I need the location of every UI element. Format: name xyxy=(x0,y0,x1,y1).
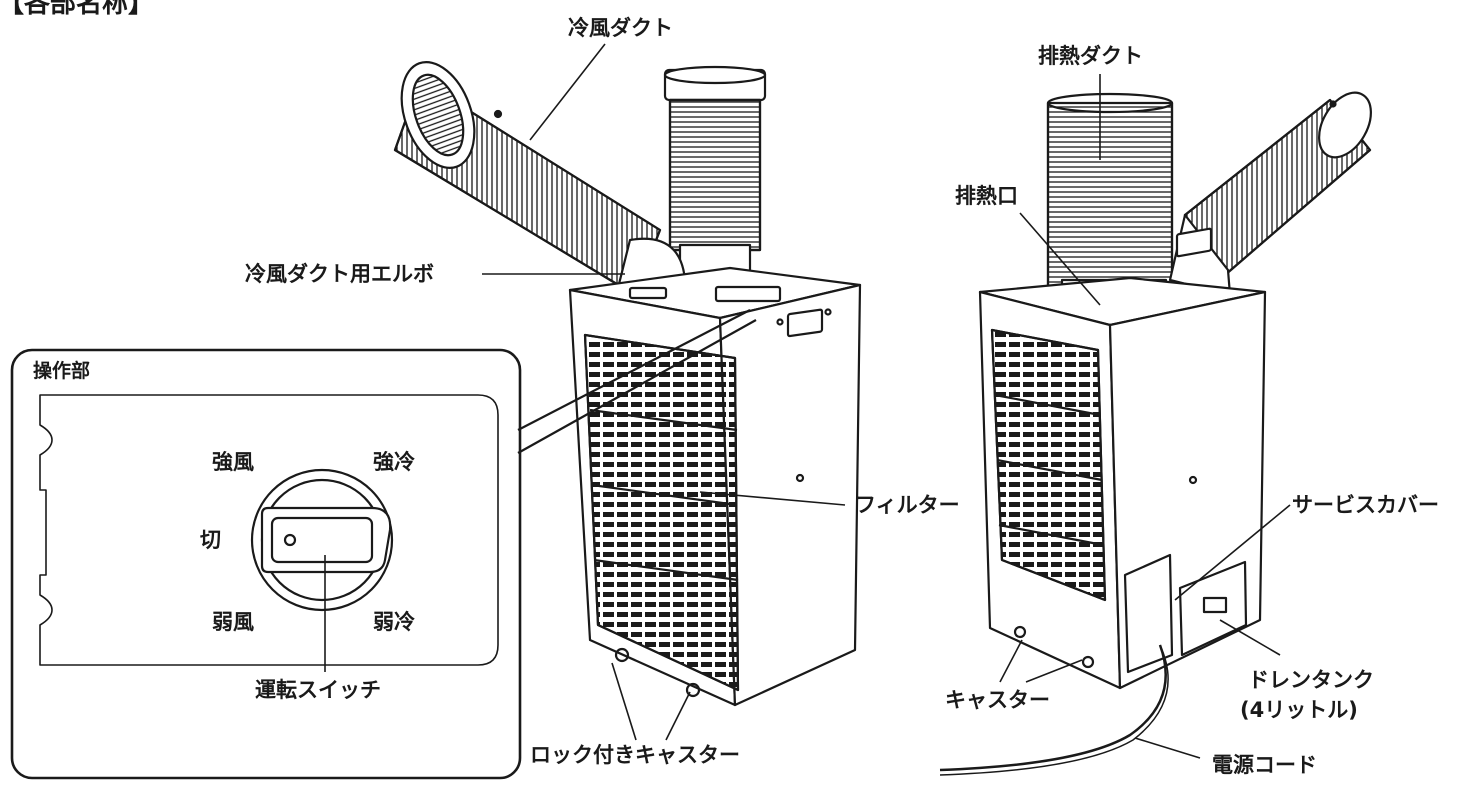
position-weak-cool: 弱冷 xyxy=(373,610,415,634)
label-elbow: 冷風ダクト用エルボ xyxy=(245,262,434,286)
control-panel-title: 操作部 xyxy=(33,360,91,382)
position-strong-fan: 強風 xyxy=(212,450,254,474)
label-drain-tank: ドレンタンク xyxy=(1248,668,1374,692)
leader-lines xyxy=(324,43,1291,759)
page-title: 【各部名称】 xyxy=(0,0,155,19)
label-filter: フィルター xyxy=(855,493,960,517)
position-weak-fan: 弱風 xyxy=(212,610,254,634)
label-exhaust-duct: 排熱ダクト xyxy=(1038,44,1143,68)
position-strong-cool: 強冷 xyxy=(373,450,415,474)
label-exhaust-port: 排熱口 xyxy=(955,184,1018,208)
label-power-cord: 電源コード xyxy=(1212,753,1317,777)
rear-unit xyxy=(939,91,1372,776)
label-drain-tank-capacity: (4リットル) xyxy=(1240,698,1358,722)
front-unit xyxy=(393,60,862,707)
label-service-cover: サービスカバー xyxy=(1292,493,1439,517)
control-panel-callout xyxy=(10,309,757,780)
position-off: 切 xyxy=(200,528,221,552)
label-cold-duct: 冷風ダクト xyxy=(568,16,673,40)
label-locking-casters: ロック付きキャスター xyxy=(530,743,740,767)
label-casters: キャスター xyxy=(945,688,1050,712)
label-operation-switch: 運転スイッチ xyxy=(255,678,381,702)
